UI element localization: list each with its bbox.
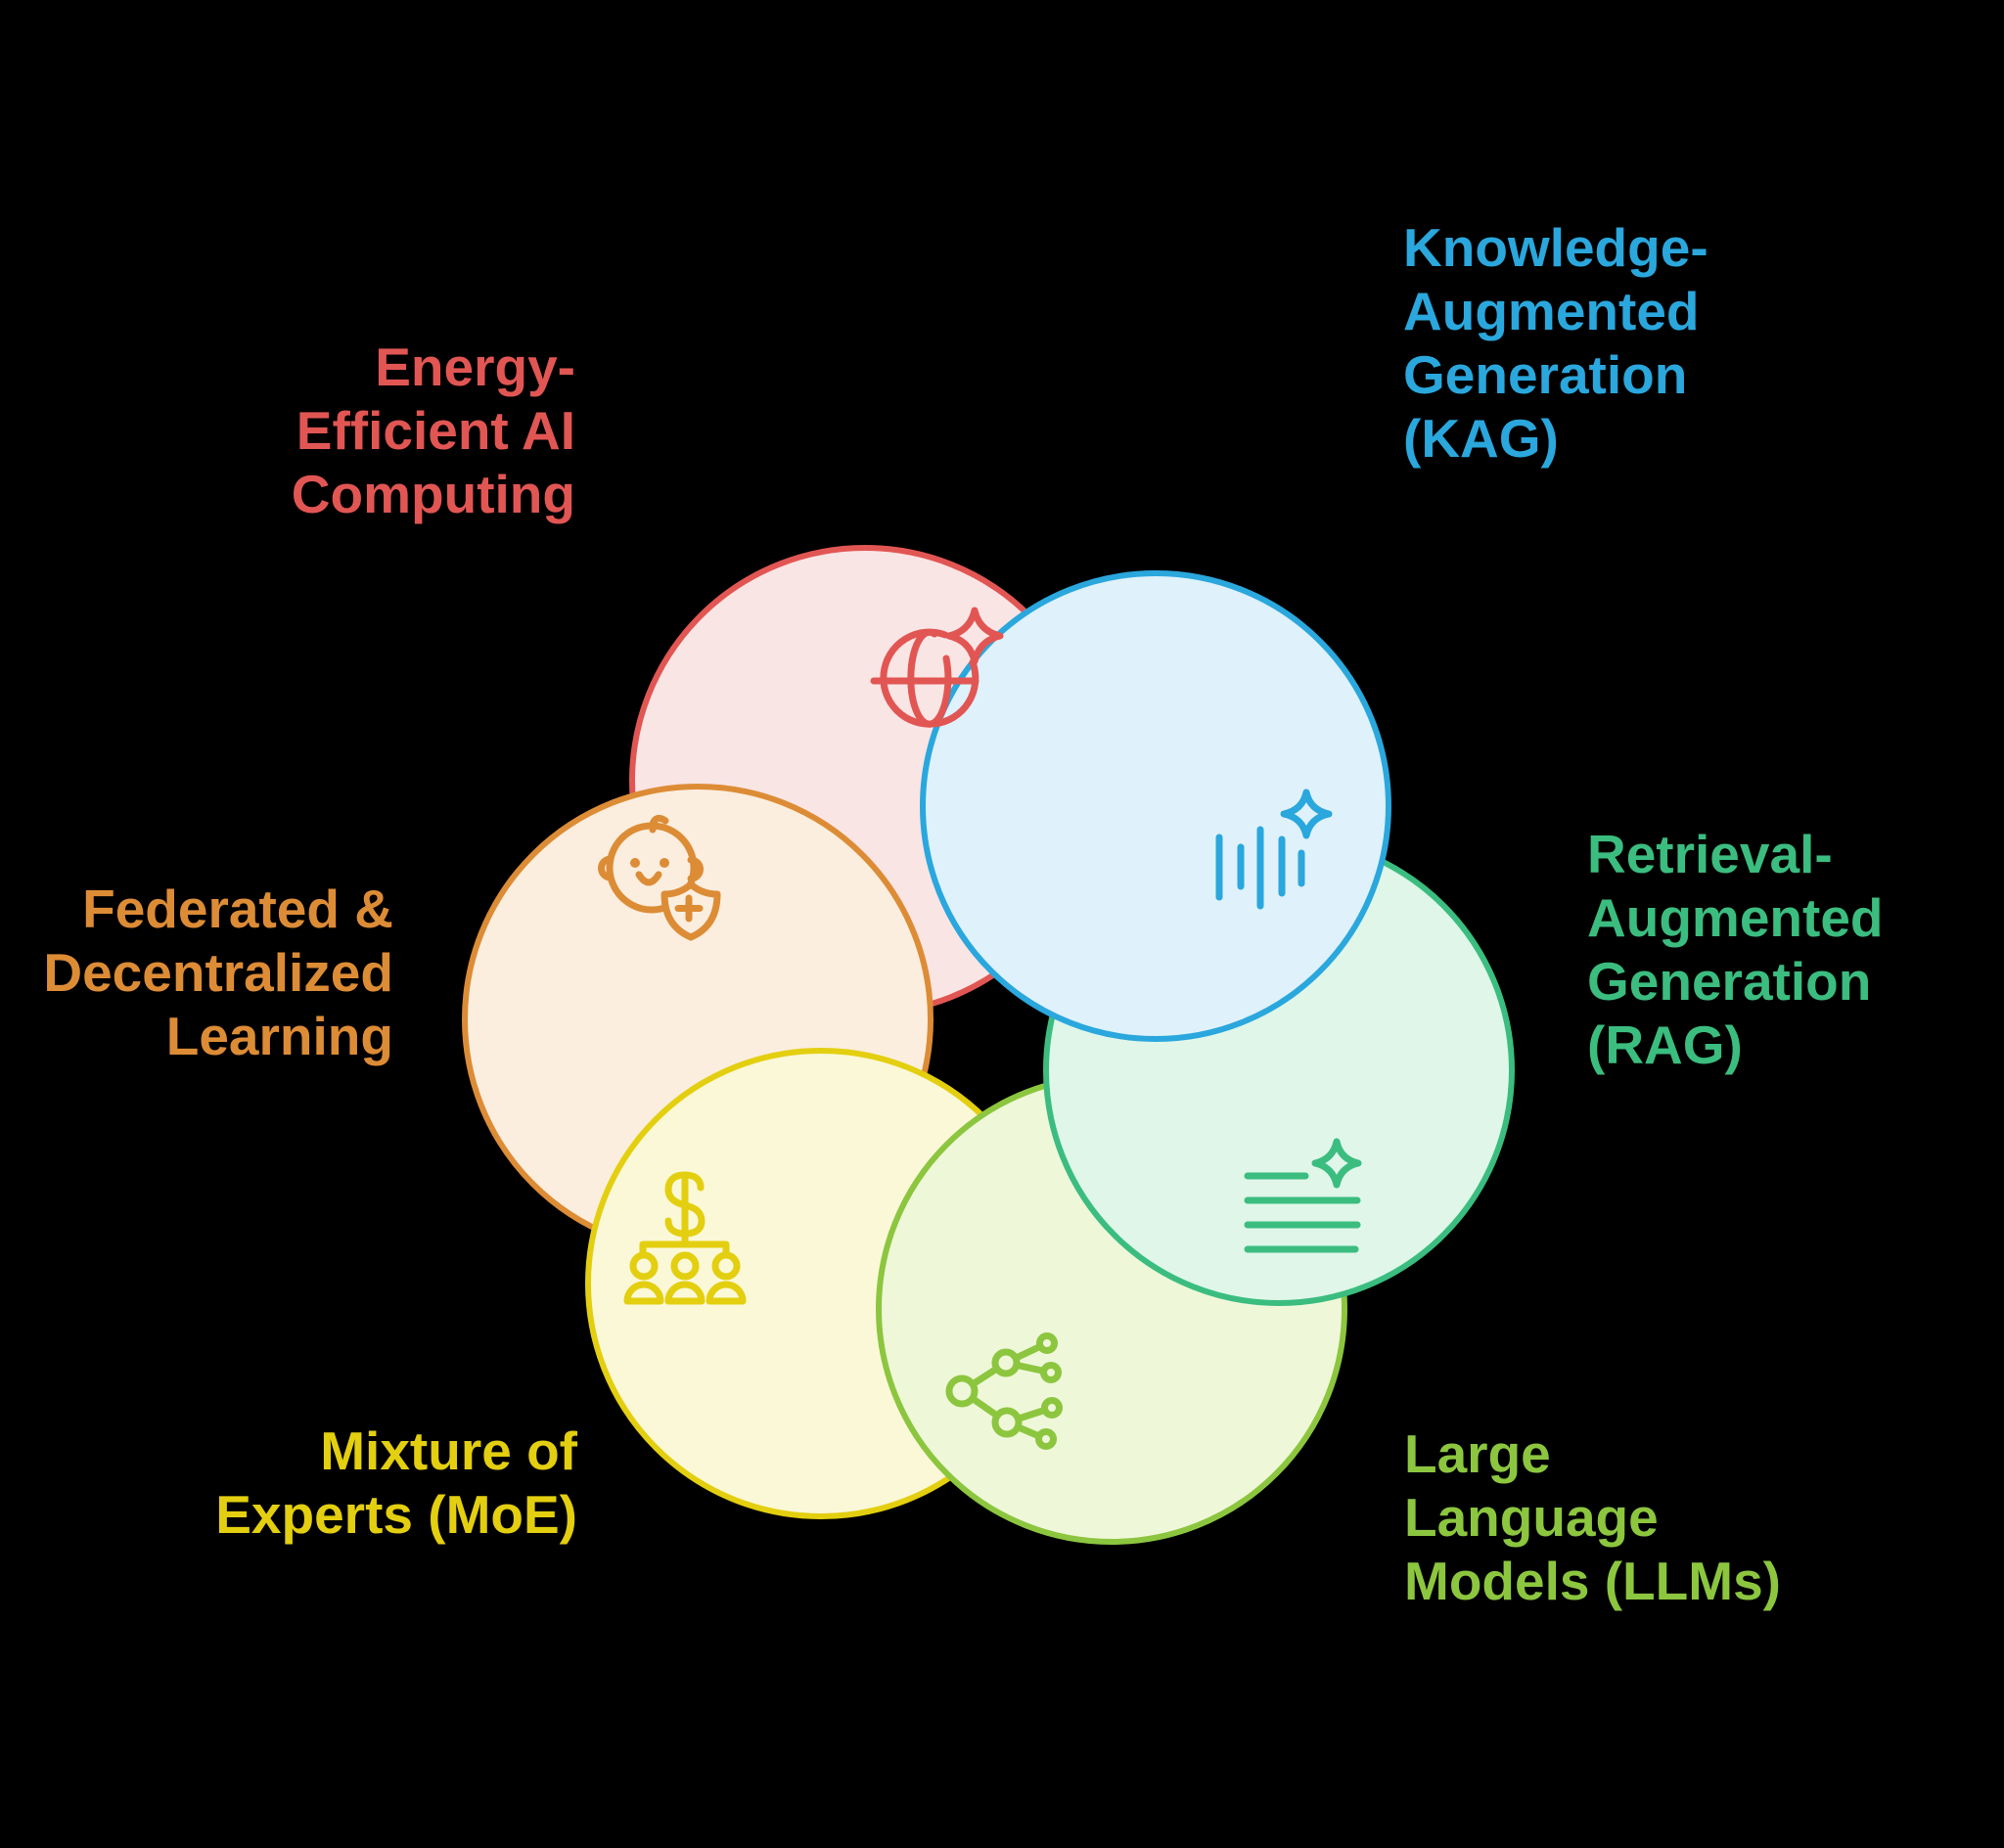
baby-eye [660, 858, 669, 868]
person-body [706, 1281, 747, 1305]
petal-circles [462, 545, 1515, 1545]
network-nodes-icon [945, 1332, 1063, 1450]
person-head [670, 1251, 700, 1281]
person-head [711, 1251, 741, 1281]
sparkle-icon [945, 607, 1004, 665]
network-node [945, 1375, 979, 1408]
network-node [1036, 1332, 1058, 1354]
text-lines-sparkle-icon [1244, 1138, 1362, 1253]
person-body [623, 1281, 664, 1305]
globe-outline [880, 628, 979, 728]
baby-smile [635, 871, 662, 886]
soundwave-sparkle-icon [1215, 789, 1333, 910]
network-node [991, 1407, 1023, 1438]
label-retrieval-augmented-generation: Retrieval- Augmented Generation (RAG) [1587, 824, 1884, 1075]
network-node [1035, 1428, 1057, 1450]
sparkle-icon [1311, 1138, 1362, 1189]
label-energy-efficient-ai-computing: Energy- Efficient AI Computing [291, 337, 575, 524]
baby-eye [630, 858, 640, 868]
label-mixture-of-experts: Mixture of Experts (MoE) [215, 1420, 577, 1545]
petal-circle-kag [920, 570, 1391, 1042]
person-head [629, 1251, 659, 1281]
baby-shield-icon [598, 814, 721, 941]
label-federated-decentralized-learning: Federated & Decentralized Learning [43, 879, 393, 1066]
baby-ear-right [687, 856, 704, 882]
network-node [991, 1348, 1021, 1377]
label-knowledge-augmented-generation: Knowledge- Augmented Generation (KAG) [1403, 217, 1708, 469]
sparkle-icon [1280, 789, 1333, 839]
person-body [664, 1281, 706, 1305]
network-node [1041, 1397, 1063, 1419]
globe-sparkle-icon [870, 607, 1004, 728]
chart-bracket [639, 1240, 730, 1258]
petal-icons [598, 607, 1362, 1450]
network-node [1040, 1362, 1062, 1383]
label-large-language-models: Large Language Models (LLMs) [1404, 1423, 1781, 1611]
baby-hair-curl [649, 814, 669, 834]
globe-meridian [907, 628, 952, 728]
org-chart-dollar-icon [623, 1171, 747, 1305]
